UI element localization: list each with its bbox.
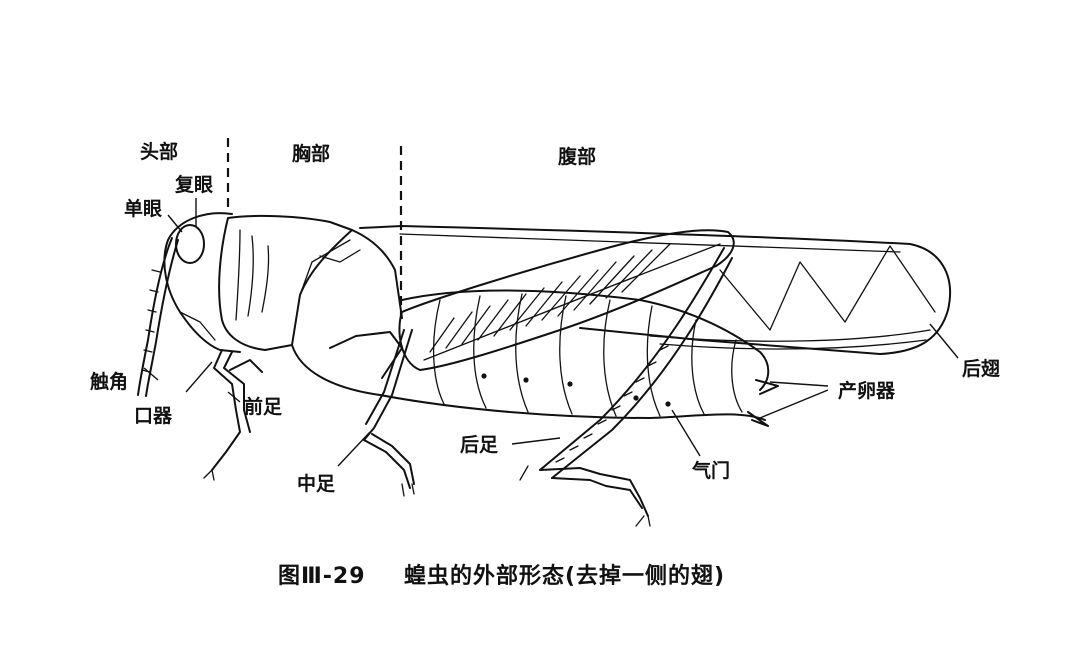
compound-eye-label: 复眼 bbox=[175, 176, 213, 195]
abdomen-section-label: 腹部 bbox=[558, 148, 596, 167]
foreleg-label: 前足 bbox=[244, 398, 282, 417]
head-section-label: 头部 bbox=[140, 143, 178, 162]
antenna-label: 触角 bbox=[90, 373, 128, 392]
antenna-shape bbox=[138, 238, 178, 396]
figure-number: 图Ⅲ-29 bbox=[278, 566, 366, 588]
thorax-section-label: 胸部 bbox=[292, 145, 330, 164]
mouthparts-label: 口器 bbox=[134, 407, 172, 426]
hindleg-shape bbox=[399, 230, 733, 526]
midleg-shape bbox=[330, 330, 414, 496]
body-outline bbox=[164, 213, 778, 426]
hindleg-label: 后足 bbox=[460, 436, 498, 455]
spiracle-label: 气门 bbox=[692, 462, 730, 481]
midleg-label: 中足 bbox=[297, 475, 335, 494]
ocellus-label: 单眼 bbox=[124, 200, 162, 219]
hindwing-shape bbox=[360, 226, 950, 354]
figure-caption: 蝗虫的外部形态(去掉一侧的翅) bbox=[404, 566, 725, 588]
hindwing-label: 后翅 bbox=[962, 360, 1000, 379]
ovipositor-label: 产卵器 bbox=[838, 382, 895, 401]
